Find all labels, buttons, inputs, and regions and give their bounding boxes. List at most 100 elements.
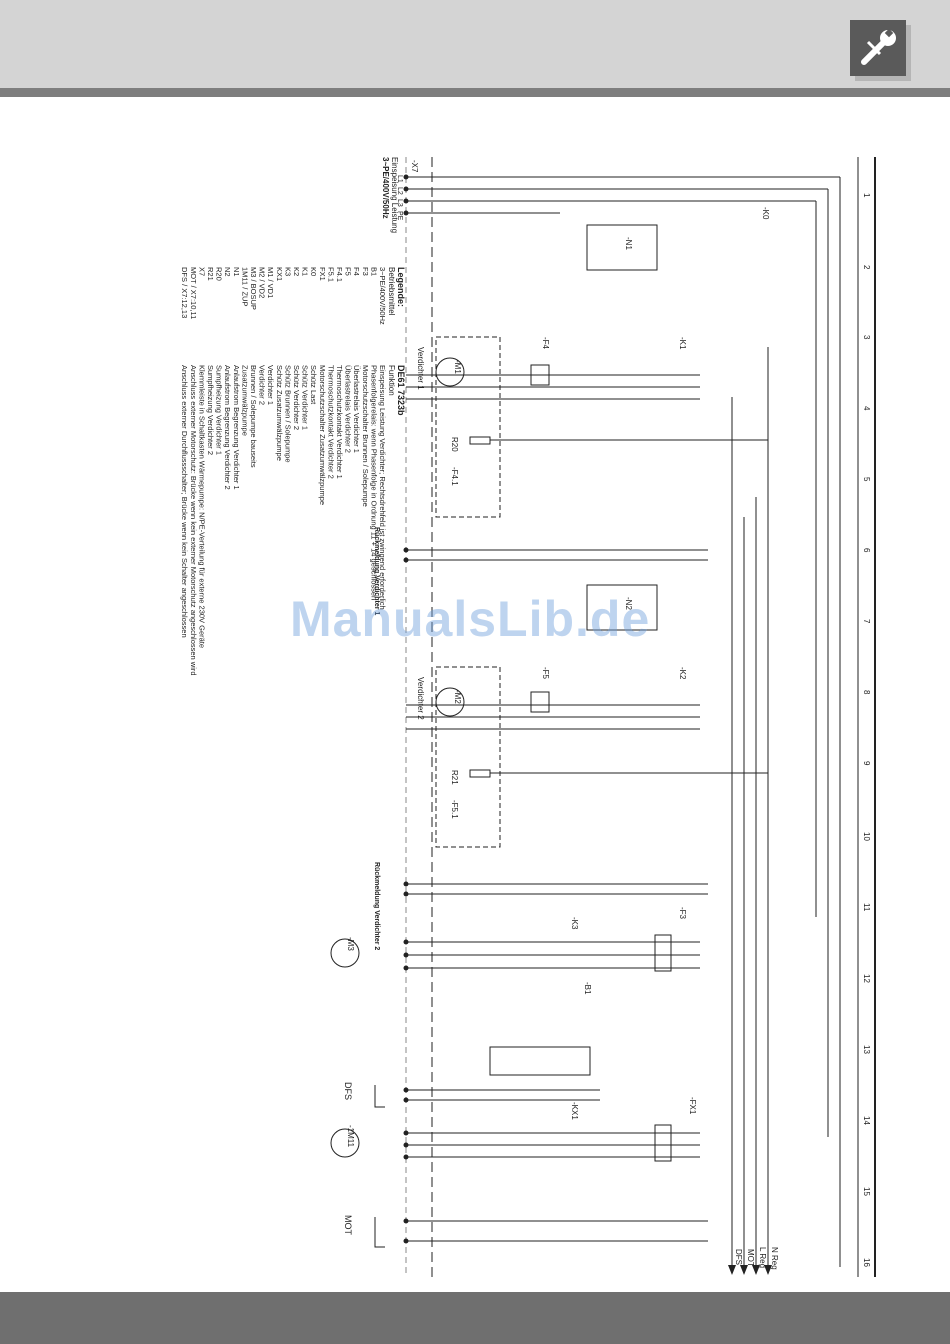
legend-item-function: Schütz Brunnen / Solepumpe [283,365,292,463]
ruler-number: 9 [862,761,871,766]
ruler-number: 8 [862,690,871,695]
device-label: -KX1 [570,1102,579,1120]
legend-item-code: B1 [369,267,378,276]
legend-item-function: Anschluss externer Durchflussschalter; B… [180,365,189,638]
legend-item-function: Motorschutzschalter Brunnen / Solepumpe [361,365,370,507]
legend-item-function: Verdichter 1 [266,365,275,405]
legend-item-code: F4.1 [335,267,344,282]
header-bar [0,0,950,88]
legend-item-code: DFS / X7:12,13 [180,267,189,318]
legend-item-code: F5 [344,267,353,276]
legend-col1-header: Betriebsmittel [387,267,396,316]
legend-item-code: K2 [292,267,301,276]
legend-item-code: MOT / X7:10,11 [189,267,198,319]
legend-item-function: Einspeisung Leistung Verdichter; Rechtsd… [378,365,387,610]
legend-item-function: Sumpfheizung Verdichter 1 [215,365,224,455]
header-stripe [0,88,950,97]
device-label: DFS [343,1082,353,1100]
legend-item-code: X7 [197,267,206,276]
ruler-number: 11 [862,903,871,912]
legend-title: Legende: [396,267,406,307]
ruler-number: 14 [862,1116,871,1125]
ruler-number: 12 [862,974,871,983]
legend-item-code: M2 / VD2 [258,267,267,298]
legend-doc-id: DE61 7323b [396,365,406,416]
legend-item-code: K0 [309,267,318,276]
legend-item-code: F5.1 [326,267,335,282]
ruler-number: 4 [862,406,871,411]
device-label: -FX1 [688,1097,697,1115]
device-label: R20 [450,437,459,452]
device-label: -N1 [624,237,633,250]
legend-item-function: Klemmleiste in Schaltkasten Wärmepumpe: … [197,365,206,648]
legend: Legende: DE61 7323b Betriebsmittel Funkt… [387,267,406,416]
legend-item-code: 1M11 / ZUP [240,267,249,306]
ruler-number: 7 [862,619,871,624]
legend-item-code: N2 [223,267,232,277]
device-label: R21 [450,770,459,785]
device-label: MOT [343,1215,353,1235]
output-label: DFS [734,1249,743,1265]
ruler-number: 2 [862,265,871,270]
legend-item-function: Verdichter 2 [258,365,267,405]
legend-item-code: R20 [215,267,224,281]
device-label: -M2 [453,690,462,704]
legend-item-function: Brunnen / Solepumpe bauseits [249,365,258,468]
terminal-label: L1 [396,175,403,183]
device-label: -F5 [541,667,550,680]
output-label: MOT [746,1249,755,1267]
device-label: -N2 [624,597,633,610]
ruler-numbers: 1 2 3 4 5 6 7 8 9 10 11 12 13 14 15 16 [862,193,871,1267]
legend-item-function: Überlastrelais Verdichter 2 [344,365,353,453]
legend-item-function: Thermoschutzkontakt Verdichter 1 [335,365,344,479]
legend-item-code: F4 [352,267,361,276]
ruler-number: 16 [862,1258,871,1267]
output-label: L Reg [758,1247,767,1268]
device-label: -K2 [678,667,687,680]
device-label: -F3 [678,907,687,920]
legend-item-code: K3 [283,267,292,276]
footer-bar [0,1292,950,1344]
legend-item-code: M1 / VD1 [266,267,275,298]
legend-item-code: F3 [361,267,370,276]
legend-item-function: Motorschutzschalter Zusatzumwälzpumpe [318,365,327,505]
device-label: -K0 [761,207,770,220]
legend-item-code: K1 [301,267,310,276]
legend-item-code: FX1 [318,267,327,281]
terminal-label: L2 [396,187,403,195]
legend-item-code: N1 [232,267,241,277]
legend-item-function: Überlastrelais Verdichter 1 [352,365,361,453]
ruler-number: 15 [862,1187,871,1196]
wiring-diagram: 1 2 3 4 5 6 7 8 9 10 11 12 13 14 15 16 E… [0,97,950,1292]
legend-item-function: Schütz Verdichter 1 [301,365,310,430]
legend-item-code: R21 [206,267,215,281]
ruler-number: 1 [862,193,871,198]
legend-item-function: Anlaufstrom Begrenzung Verdichter 1 [232,365,241,490]
device-label: -1M11 [346,1125,355,1148]
device-label: -F4 [541,337,550,350]
watermark: ManualsLib.de [290,591,651,647]
legend-item-code: KX1 [275,267,284,281]
legend-item-function: Sumpfheizung Verdichter 2 [206,365,215,455]
legend-item-function: Schütz Zusatzumwälzpumpe [275,365,284,461]
ruler-number: 13 [862,1045,871,1054]
terminal-label: PE [396,211,403,221]
output-label: N Reg [770,1247,779,1270]
legend-item-function: Thermoschutzkontakt Verdichter 2 [326,365,335,479]
feedback-label: Rückmeldung Verdichter 1 [373,527,380,615]
legend-item-code: 3~PE/400V/50Hz [378,267,387,325]
device-label: -M3 [346,937,355,951]
compressor-label: Verdichter 1 [416,347,425,390]
ruler-number: 5 [862,477,871,482]
device-label: -K1 [678,337,687,350]
legend-item-function: Anlaufstrom Begrenzung Verdichter 2 [223,365,232,490]
legend-item-function: Anschluss externer Motorschutz: Brücke w… [189,365,198,676]
legend-item-function: Phasenfolgerelais: wenn Phasenfolge in O… [369,365,378,600]
device-label: -F4.1 [450,467,459,486]
terminal-label: L3 [396,199,403,207]
ruler-number: 10 [862,832,871,841]
device-label: -X7 [410,160,419,173]
device-label: -K3 [570,917,579,930]
legend-item-function: Schütz Verdichter 2 [292,365,301,430]
